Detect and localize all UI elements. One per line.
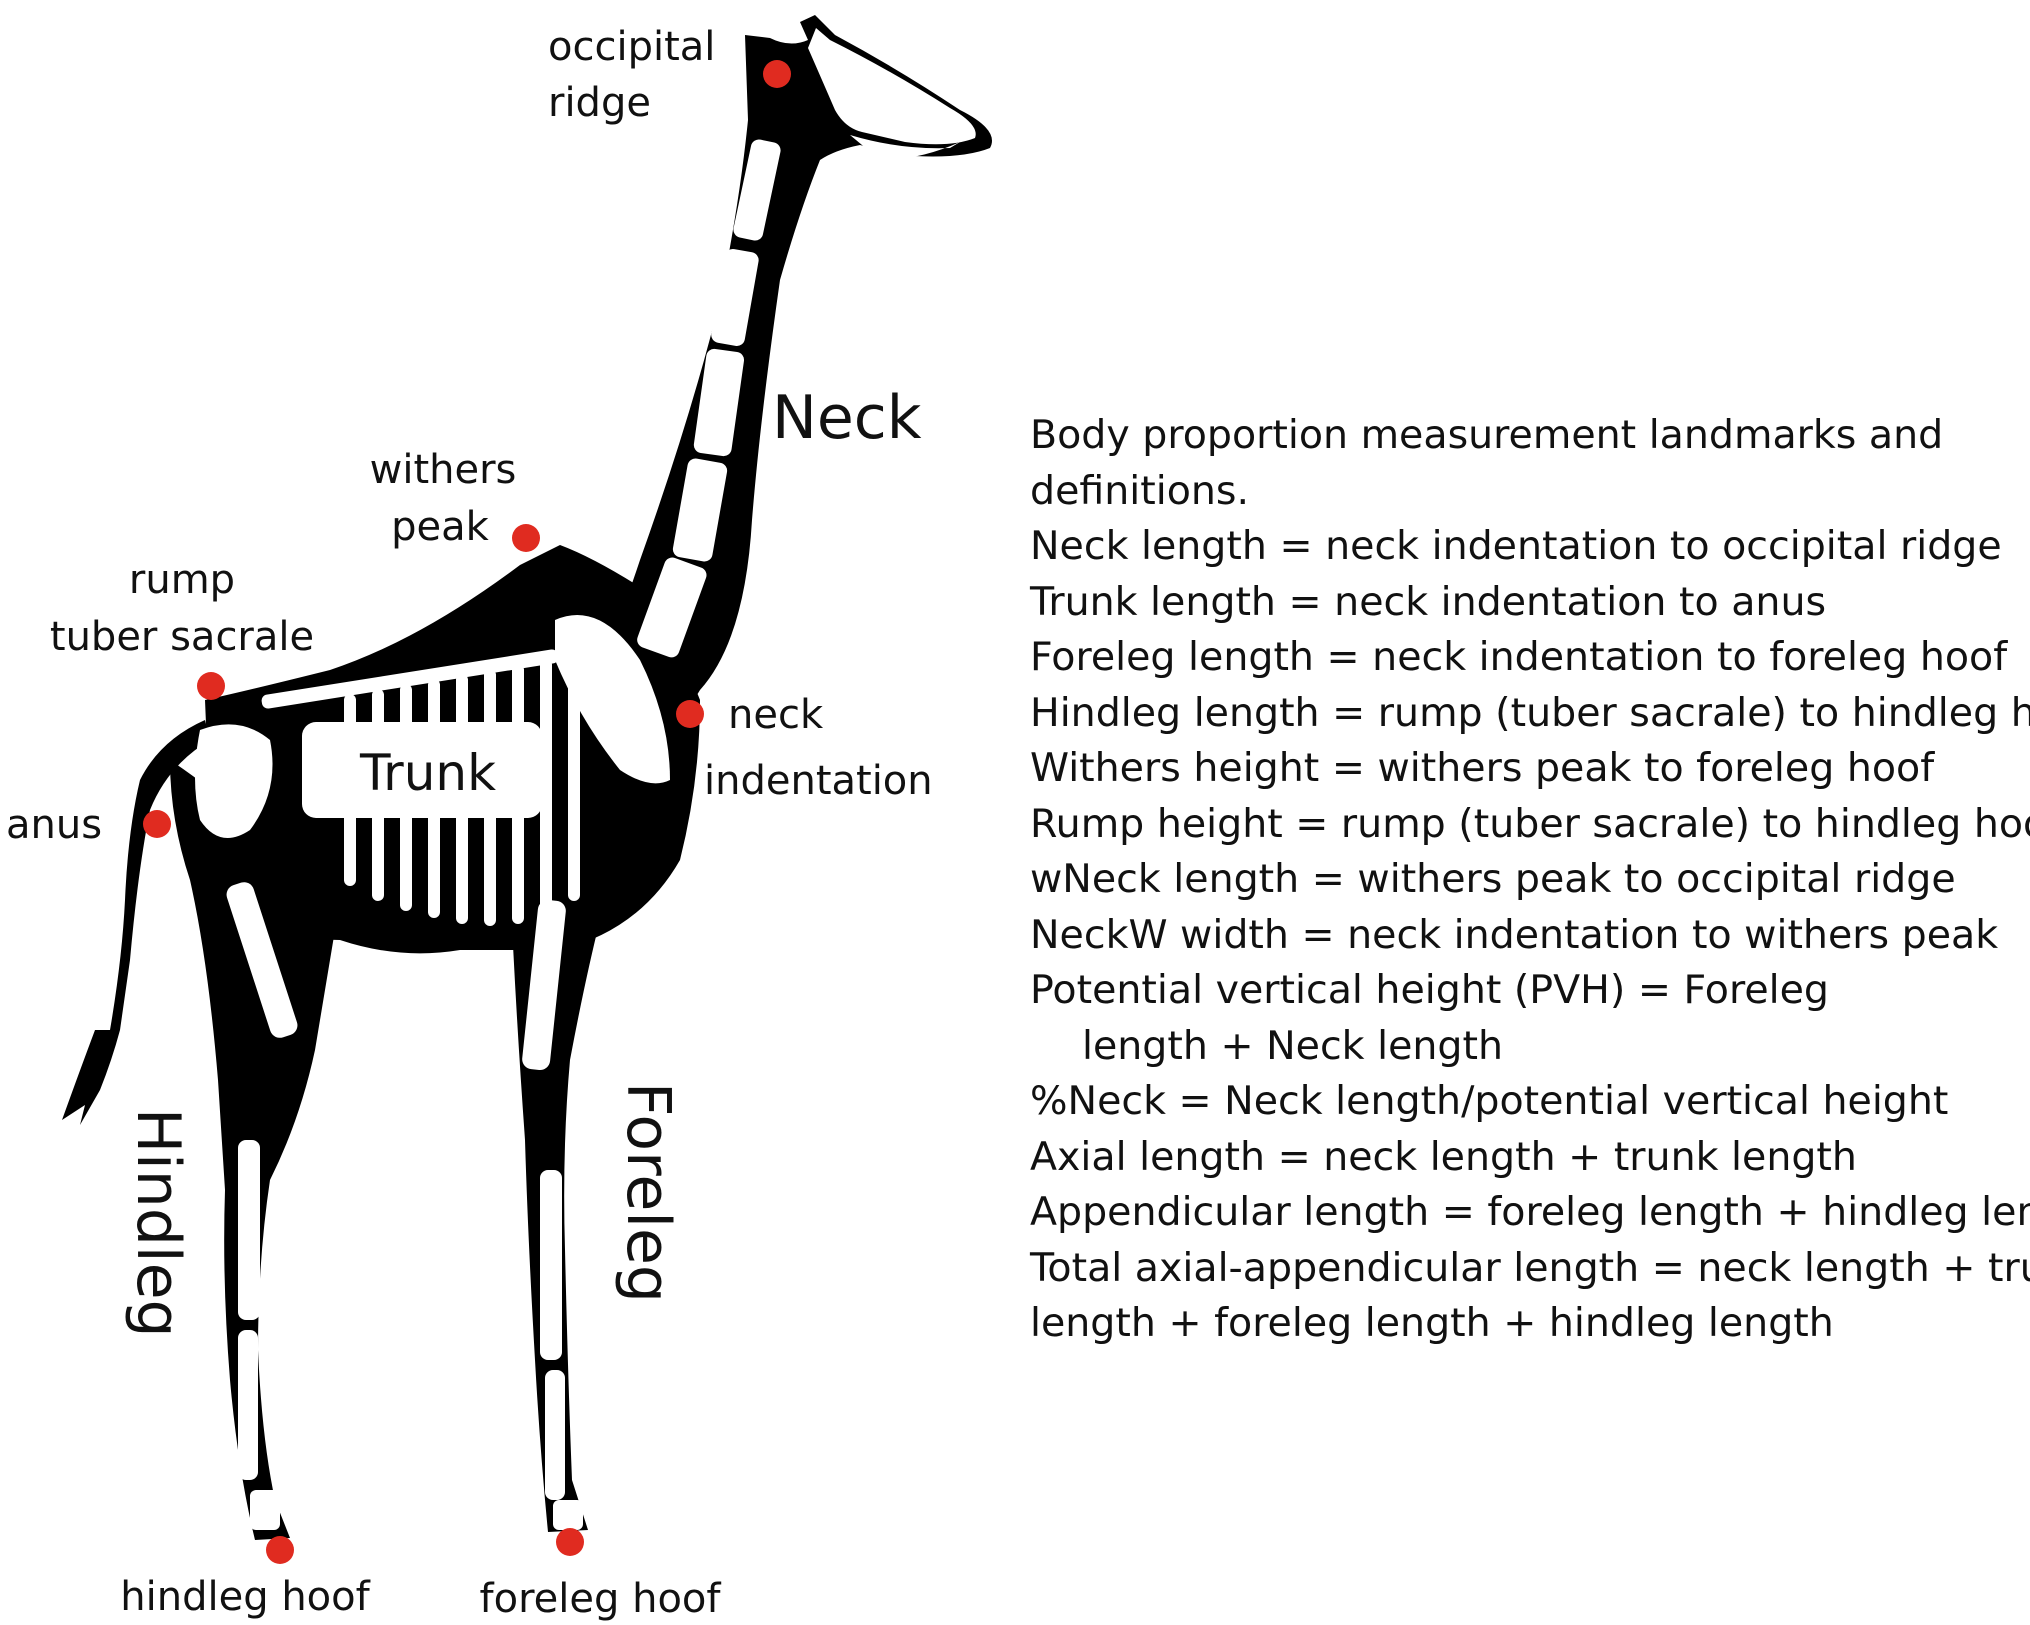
foreleg-bones [522, 899, 583, 1530]
neck-indentation-label-line1: neck [728, 692, 824, 738]
definition-total-line1: Total axial-appendicular length = neck l… [1030, 1244, 2030, 1291]
withers-peak-label-line2: peak [391, 504, 490, 550]
definition-axial-length: Axial length = neck length + trunk lengt… [1030, 1133, 1857, 1180]
definition-withers-height: Withers height = withers peak to foreleg… [1030, 745, 1935, 791]
measurement-definitions: Body proportion measurement landmarks an… [1030, 408, 2030, 1352]
definitions-heading-line2: definitions. [1030, 467, 1250, 514]
neck-indentation-label-line2: indentation [704, 758, 933, 804]
definition-neck-length: Neck length = neck indentation to occipi… [1030, 523, 2002, 569]
definitions-heading-line1: Body proportion measurement landmarks an… [1030, 412, 1944, 458]
skull [808, 28, 976, 145]
foreleg-hoof-dot [556, 1528, 584, 1556]
withers-peak-label-line1: withers [370, 447, 517, 493]
occipital-ridge-dot [763, 60, 791, 88]
anus-dot [143, 810, 171, 838]
definition-pvh-line2: length + Neck length [1082, 1022, 1504, 1069]
definition-total-line2: length + foreleg length + hindleg length [1030, 1300, 1834, 1346]
neck-region-label: Neck [772, 383, 922, 453]
hindleg-region-label: Hindleg [123, 1108, 193, 1338]
definition-rump-height: Rump height = rump (tuber sacrale) to hi… [1030, 800, 2030, 847]
rump-tuber-sacrale-dot [197, 672, 225, 700]
occipital-ridge-label-line1: occipital [548, 24, 715, 70]
withers-peak-dot [512, 524, 540, 552]
spine [261, 649, 559, 709]
definition-wneck-length: wNeck length = withers peak to occipital… [1030, 856, 1956, 902]
neck-indentation-dot [676, 700, 704, 728]
definition-neckw-width: NeckW width = neck indentation to wither… [1030, 911, 1999, 958]
neck-vertebrae [637, 139, 781, 658]
region-labels: Neck Hindleg Foreleg [123, 383, 922, 1338]
hindleg-hoof-dot [266, 1536, 294, 1564]
hindleg-bones [226, 882, 298, 1530]
pelvis [195, 724, 273, 838]
landmark-labels: occipital ridge withers peak rump tuber … [6, 24, 933, 1622]
definition-percent-neck: %Neck = Neck length/potential vertical h… [1030, 1078, 1949, 1124]
definition-appendicular-length: Appendicular length = foreleg length + h… [1030, 1189, 2030, 1235]
rump-label-line1: rump [129, 557, 235, 603]
trunk-label-box [302, 722, 542, 818]
definition-foreleg-length: Foreleg length = neck indentation to for… [1030, 634, 2008, 680]
skeleton-bones [195, 28, 976, 1530]
definition-pvh-line1: Potential vertical height (PVH) = Forele… [1030, 967, 1829, 1013]
trunk-label: Trunk [359, 744, 496, 802]
scapula [555, 615, 670, 784]
occipital-ridge-label-line2: ridge [548, 80, 651, 126]
rump-label-line2: tuber sacrale [50, 614, 314, 660]
anus-label: anus [6, 802, 102, 848]
foreleg-region-label: Foreleg [613, 1082, 683, 1303]
foreleg-hoof-label: foreleg hoof [480, 1576, 722, 1622]
hindleg-hoof-label: hindleg hoof [120, 1574, 370, 1620]
jaw [850, 135, 960, 160]
definition-hindleg-length: Hindleg length = rump (tuber sacrale) to… [1030, 689, 2030, 736]
definition-trunk-length: Trunk length = neck indentation to anus [1030, 578, 1827, 625]
landmark-dots [143, 60, 791, 1564]
